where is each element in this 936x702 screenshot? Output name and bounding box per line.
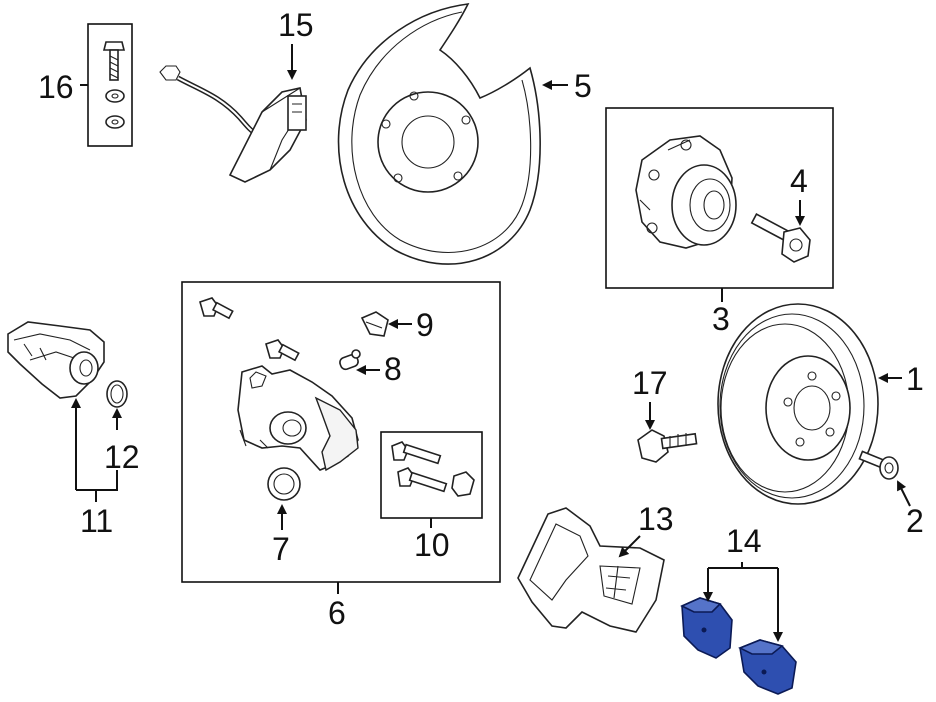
part-2-rotor-screw[interactable] [858, 450, 899, 480]
part-12-o-ring[interactable] [106, 380, 128, 408]
callout-8: 8 [384, 351, 402, 387]
callout-12: 12 [104, 439, 140, 475]
callout-16: 16 [38, 69, 74, 105]
part-7-seal-ring[interactable] [267, 467, 301, 501]
part-5-splash-shield[interactable] [337, 3, 541, 265]
callout-13: 13 [638, 501, 674, 537]
callout-1: 1 [906, 361, 924, 397]
part-9-caliper-clip[interactable] [360, 311, 389, 337]
part-16-bolt-washers[interactable] [87, 23, 133, 147]
part-10-guide-pin-kit[interactable] [391, 441, 475, 497]
leader-14 [708, 562, 778, 569]
arrow-13 [618, 535, 641, 558]
part-14-brake-pads[interactable] [680, 597, 797, 695]
callout-6: 6 [328, 595, 346, 631]
arrow-2 [897, 480, 911, 507]
callout-14: 14 [726, 523, 762, 559]
part-13-pad-hardware[interactable] [517, 507, 665, 633]
part-11-caliper-carrier[interactable] [7, 321, 105, 399]
callout-9: 9 [416, 307, 434, 343]
box-6 [181, 281, 501, 583]
leader-11 [76, 470, 118, 502]
part-8-bleeder-cap[interactable] [338, 349, 361, 371]
callout-5: 5 [574, 68, 592, 104]
callout-3: 3 [712, 301, 730, 337]
callout-7: 7 [272, 531, 290, 567]
callout-2: 2 [906, 503, 924, 539]
callout-15: 15 [278, 7, 314, 43]
part-4-hub-bolt[interactable] [750, 213, 811, 263]
callout-10: 10 [414, 527, 450, 563]
part-3-hub-bearing[interactable] [635, 135, 737, 249]
callout-4: 4 [790, 163, 808, 199]
callout-11: 11 [80, 503, 113, 539]
part-6-caliper-housing[interactable] [237, 365, 359, 472]
callout-17: 17 [632, 365, 668, 401]
part-1-brake-rotor[interactable] [717, 303, 879, 505]
part-17-bleeder-fitting[interactable] [637, 429, 698, 463]
part-15-abs-sensor[interactable] [159, 65, 307, 183]
part-6-caliper-bolt-a[interactable] [199, 297, 234, 320]
box-3 [605, 107, 834, 289]
part-6-caliper-bolt-b[interactable] [265, 339, 300, 362]
